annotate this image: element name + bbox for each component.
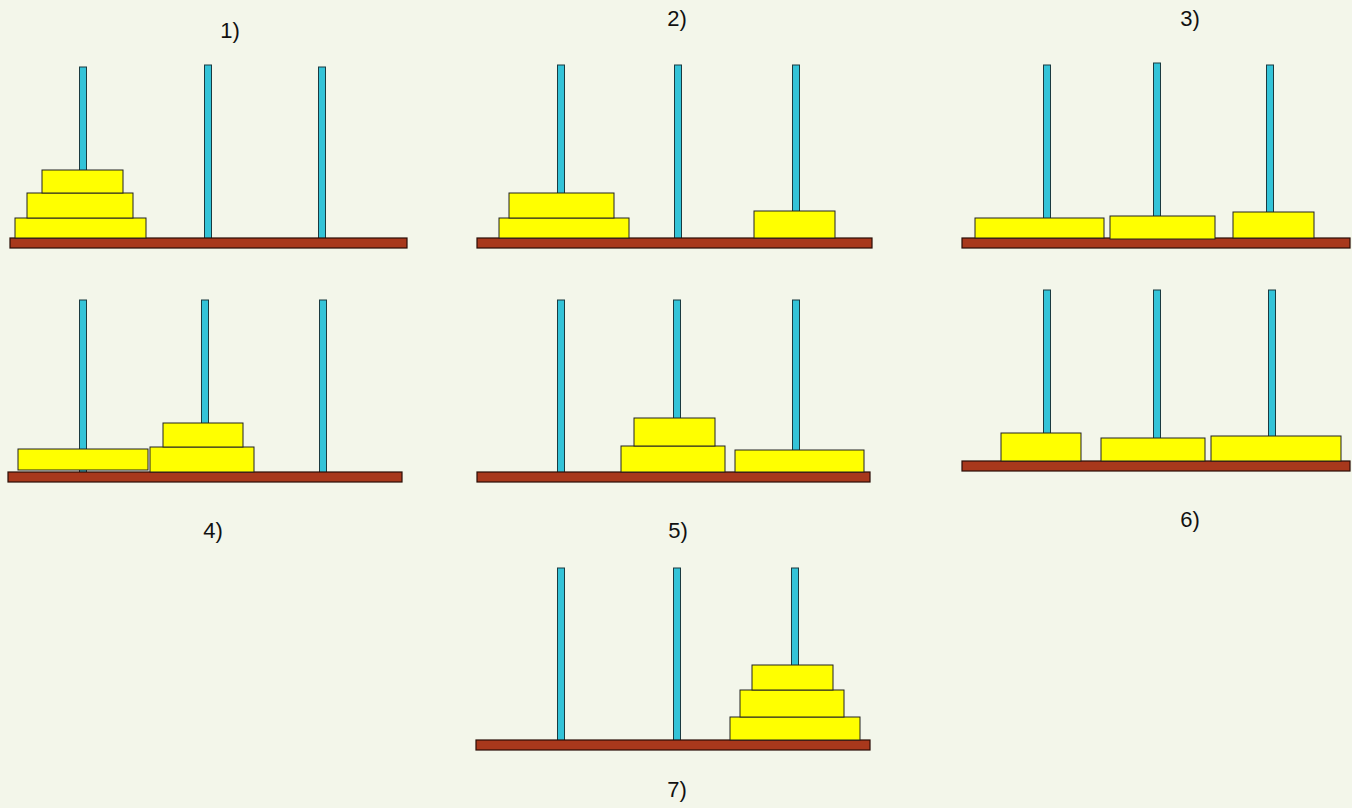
- small-disk: [752, 665, 833, 690]
- tower-panel: [962, 63, 1350, 248]
- step-number: 7): [667, 779, 687, 801]
- large-disk: [975, 218, 1104, 238]
- tower-panel: [477, 300, 870, 482]
- rod: [1154, 63, 1161, 239]
- medium-disk: [1101, 438, 1205, 461]
- rod: [793, 300, 800, 473]
- rod: [675, 65, 682, 239]
- large-disk: [15, 218, 146, 238]
- rod: [558, 568, 565, 741]
- base: [477, 472, 870, 482]
- base: [8, 472, 402, 482]
- small-disk: [634, 418, 715, 446]
- base: [477, 238, 872, 248]
- medium-disk: [150, 447, 254, 472]
- step-number: 3): [1180, 8, 1200, 30]
- large-disk: [1211, 436, 1341, 461]
- medium-disk: [509, 193, 614, 218]
- step-number: 2): [667, 8, 687, 30]
- step-number: 4): [203, 520, 223, 542]
- rod: [320, 300, 327, 473]
- rod: [80, 300, 87, 473]
- small-disk: [754, 211, 835, 238]
- step-number: 5): [668, 520, 688, 542]
- large-disk: [499, 218, 629, 238]
- tower-panel: [477, 65, 872, 248]
- rod: [674, 568, 681, 741]
- large-disk: [730, 717, 860, 740]
- small-disk: [1001, 433, 1081, 461]
- base: [962, 461, 1350, 471]
- rod: [1044, 65, 1051, 239]
- medium-disk: [621, 446, 725, 472]
- base: [10, 238, 407, 248]
- medium-disk: [1110, 216, 1215, 239]
- medium-disk: [27, 193, 133, 218]
- step-number: 1): [220, 20, 240, 42]
- rod: [205, 65, 212, 239]
- large-disk: [735, 450, 864, 472]
- base: [476, 740, 870, 750]
- rod: [558, 300, 565, 473]
- small-disk: [163, 423, 243, 447]
- rod: [319, 67, 326, 239]
- rod: [1154, 290, 1161, 462]
- step-number: 6): [1180, 509, 1200, 531]
- tower-panel: [962, 290, 1350, 471]
- tower-panel: [476, 568, 870, 750]
- small-disk: [1233, 212, 1314, 238]
- large-disk: [18, 449, 148, 470]
- small-disk: [42, 170, 123, 193]
- medium-disk: [740, 690, 844, 717]
- tower-panel: [8, 300, 402, 482]
- tower-panel: [10, 65, 407, 248]
